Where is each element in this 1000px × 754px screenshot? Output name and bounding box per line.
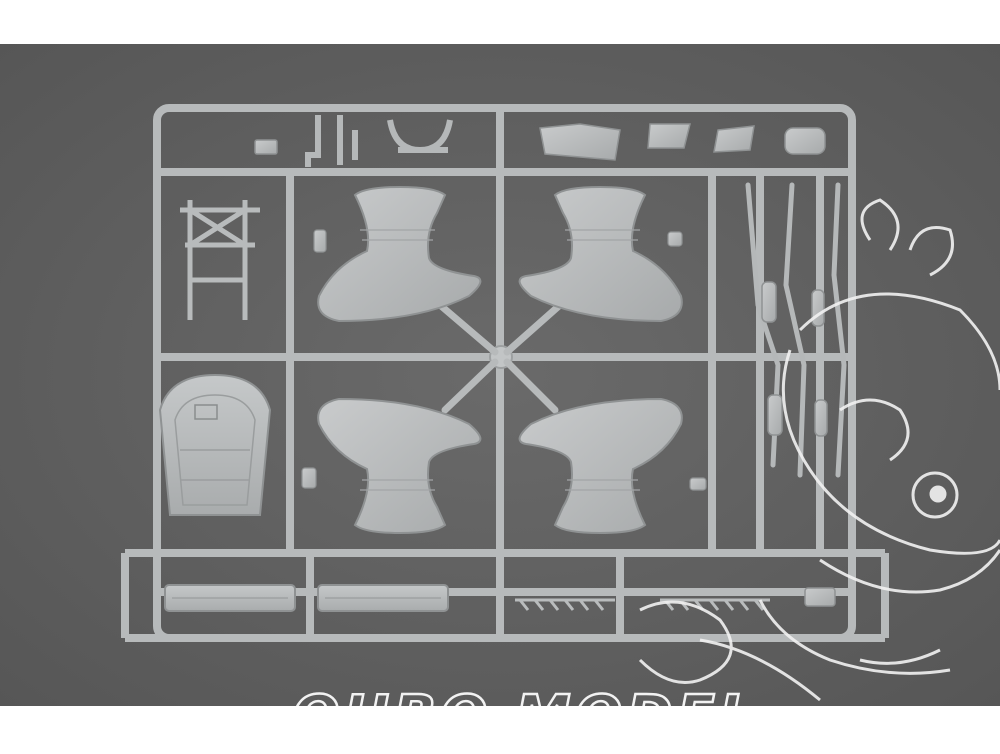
long-panel-part-left bbox=[164, 584, 296, 612]
pod-part-bottom-right bbox=[518, 397, 683, 535]
long-panel-part-right bbox=[317, 584, 449, 612]
slender-rod-parts bbox=[745, 182, 847, 478]
pod-part-top-right bbox=[518, 185, 683, 323]
top-small-parts bbox=[254, 115, 826, 167]
sprue-frame bbox=[121, 104, 889, 642]
pod-part-bottom-left bbox=[317, 397, 482, 535]
comb-parts bbox=[515, 598, 770, 611]
pod-part-top-left bbox=[317, 185, 482, 323]
deck-plate-part bbox=[158, 373, 272, 516]
truss-part bbox=[180, 200, 260, 320]
cartoon-face-watermark-icon bbox=[638, 198, 1000, 702]
watermark-text-visible: OUBO MODEL bbox=[292, 684, 759, 749]
